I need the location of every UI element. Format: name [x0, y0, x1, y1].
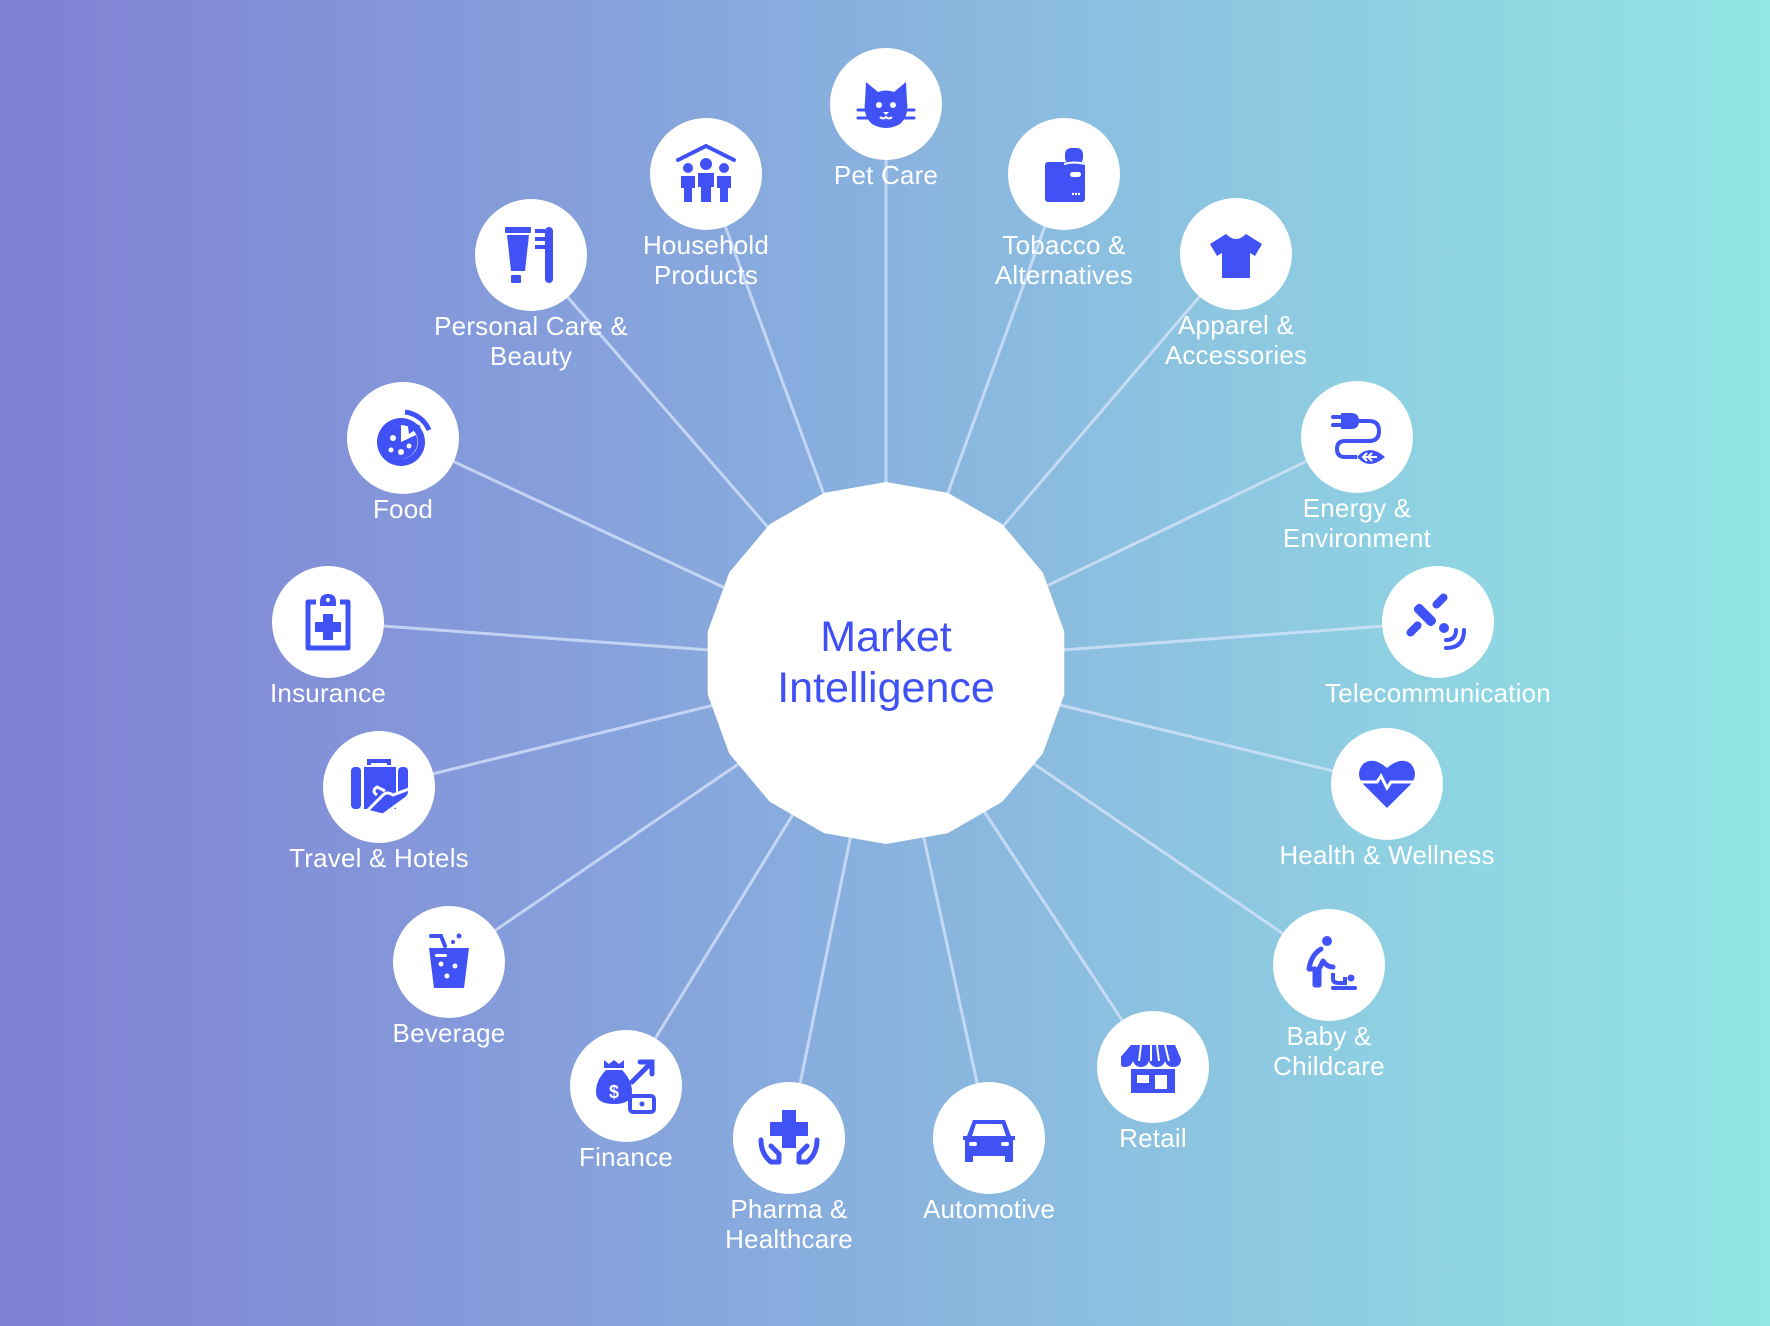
label-finance: Finance [579, 1142, 673, 1172]
label-insurance: Insurance [270, 678, 386, 708]
cat-icon [856, 82, 916, 128]
label-line1: Insurance [270, 678, 386, 708]
label-travel: Travel & Hotels [289, 843, 469, 873]
hub-title: Market Intelligence [777, 612, 995, 714]
svg-text:$: $ [609, 1082, 619, 1102]
pizza-icon [377, 409, 432, 466]
label-line1: Telecommunication [1325, 678, 1551, 708]
label-line1: Pet Care [833, 160, 939, 190]
label-line2: Childcare [1273, 1051, 1385, 1081]
hands-medical-cross-icon [758, 1110, 820, 1165]
toothpaste-toothbrush-icon [505, 227, 553, 283]
money-bag-growth-icon: $ [596, 1059, 656, 1114]
satellite-icon [1406, 593, 1466, 650]
luggage-hand-icon [351, 759, 411, 817]
node-pet-care[interactable] [830, 48, 942, 160]
label-line1: Automotive [922, 1194, 1056, 1224]
house-family-icon [676, 143, 736, 202]
node-retail[interactable] [1097, 1011, 1209, 1123]
node-insurance[interactable] [272, 566, 384, 678]
label-line1: Finance [579, 1142, 673, 1172]
label-apparel: Apparel &Accessories [1165, 310, 1307, 370]
label-line1: Household [642, 230, 770, 260]
label-line2: Beauty [489, 341, 573, 371]
label-line1: Pharma & [730, 1194, 848, 1224]
node-pharma[interactable] [733, 1082, 845, 1194]
label-line1: Baby & [1286, 1021, 1372, 1051]
label-line1: Apparel & [1178, 310, 1294, 340]
label-pet-care: Pet Care [834, 160, 938, 190]
hub-title-line1: Market [820, 613, 952, 661]
node-energy[interactable] [1301, 381, 1413, 493]
label-line1: Energy & [1302, 493, 1412, 523]
node-apparel[interactable] [1180, 198, 1292, 310]
vape-device-icon [1045, 148, 1086, 202]
node-health[interactable] [1331, 728, 1443, 840]
baby-changing-icon [1306, 936, 1357, 990]
label-line1: Personal Care & [434, 311, 628, 341]
label-line1: Food [372, 494, 434, 524]
node-baby[interactable] [1273, 909, 1385, 1021]
car-icon [963, 1120, 1015, 1162]
plug-leaf-icon [1331, 413, 1385, 464]
label-line2: Alternatives [994, 260, 1134, 290]
node-automotive[interactable] [933, 1082, 1045, 1194]
label-line2: Environment [1282, 523, 1432, 553]
label-line2: Accessories [1164, 340, 1308, 370]
node-food[interactable] [347, 382, 459, 494]
label-line1: Health & Wellness [1279, 840, 1495, 870]
label-line1: Travel & Hotels [289, 843, 469, 873]
node-household[interactable] [650, 118, 762, 230]
drink-cup-icon [429, 933, 469, 988]
label-line1: Tobacco & [1002, 230, 1126, 260]
storefront-icon [1121, 1044, 1181, 1093]
label-line1: Beverage [392, 1018, 506, 1048]
label-automotive: Automotive [923, 1194, 1055, 1224]
t-shirt-icon [1210, 234, 1262, 278]
label-energy: Energy &Environment [1283, 493, 1431, 553]
label-line2: Healthcare [725, 1224, 853, 1254]
label-health: Health & Wellness [1279, 840, 1494, 870]
heart-pulse-icon [1359, 760, 1415, 808]
node-tobacco[interactable] [1008, 118, 1120, 230]
label-line1: Retail [1119, 1123, 1187, 1153]
label-line2: Products [653, 260, 759, 290]
label-retail: Retail [1119, 1123, 1187, 1153]
label-telecom: Telecommunication [1325, 678, 1551, 708]
node-beverage[interactable] [393, 906, 505, 1018]
label-tobacco: Tobacco &Alternatives [995, 230, 1133, 290]
clipboard-medical-icon [305, 594, 351, 651]
label-food: Food [373, 494, 433, 524]
node-finance[interactable]: $ [570, 1030, 682, 1142]
node-personal-care[interactable] [475, 199, 587, 311]
node-travel[interactable] [323, 731, 435, 843]
label-pharma: Pharma &Healthcare [725, 1194, 853, 1254]
node-telecom[interactable] [1382, 566, 1494, 678]
label-beverage: Beverage [393, 1018, 506, 1048]
label-personal-care: Personal Care &Beauty [434, 311, 628, 371]
label-baby: Baby &Childcare [1273, 1021, 1385, 1081]
hub-title-line2: Intelligence [777, 664, 995, 712]
